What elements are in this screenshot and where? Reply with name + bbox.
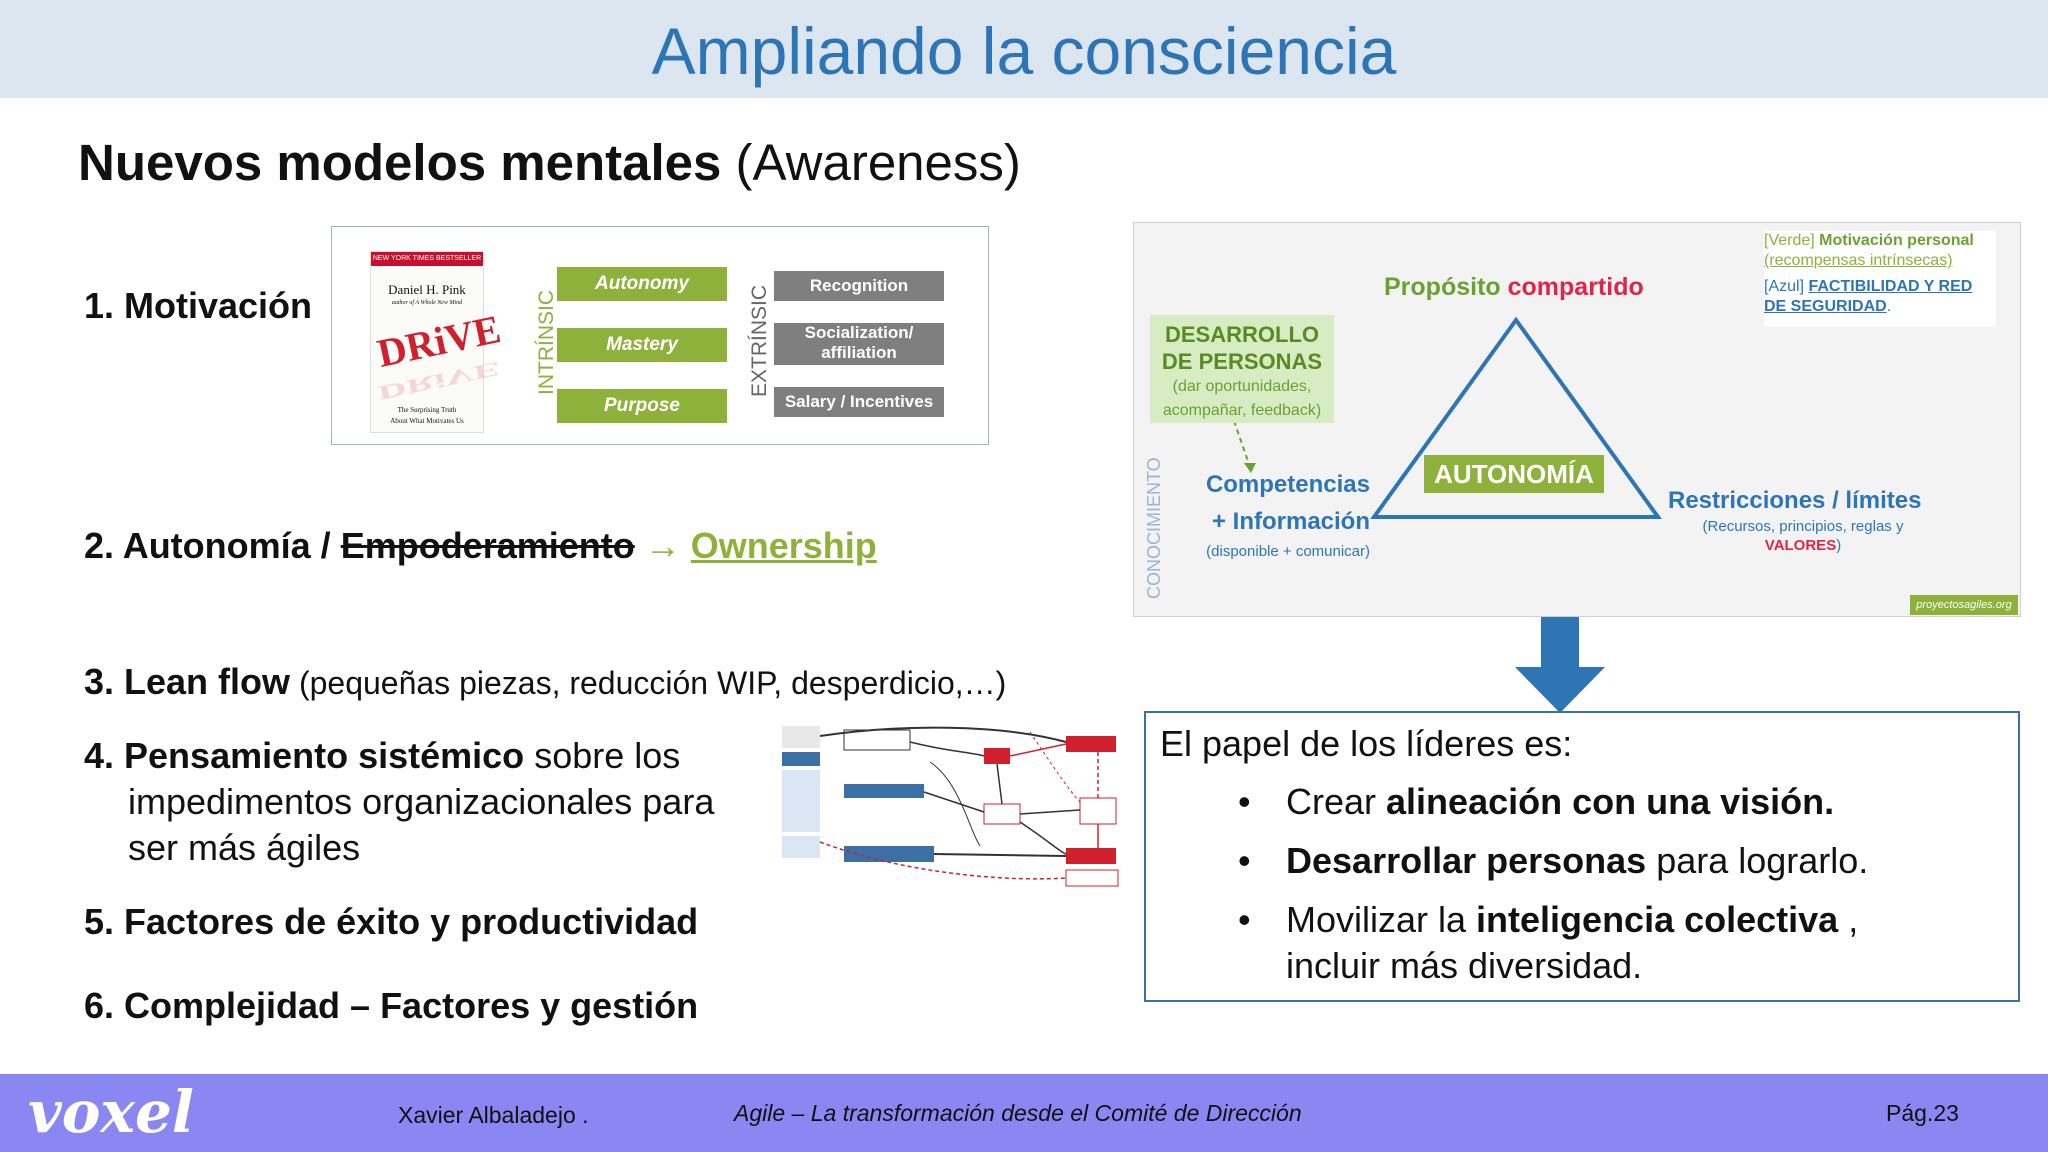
footer-author: Xavier Albaladejo . bbox=[398, 1102, 589, 1128]
item-pensamiento-line2: impedimentos organizacionales para bbox=[128, 781, 715, 822]
down-arrow-icon bbox=[1515, 617, 1605, 713]
intrinsic-label: INTRÍNSIC bbox=[535, 290, 558, 395]
socialization-box: Socialization/affiliation bbox=[774, 323, 944, 365]
recognition-box: Recognition bbox=[774, 271, 944, 301]
dashed-arrow bbox=[1233, 420, 1251, 468]
salary-box: Salary / Incentives bbox=[774, 387, 944, 417]
triangle-shape bbox=[1370, 316, 1662, 519]
leaders-bullet-3: Movilizar la inteligencia colectiva , bbox=[1286, 899, 1859, 940]
item-factores: 5. Factores de éxito y productividad bbox=[84, 901, 699, 942]
book-tag: author of A Whole New Mind bbox=[391, 300, 463, 306]
autonomia-box: AUTONOMÍA bbox=[1424, 455, 1604, 493]
subtitle-rest: (Awareness) bbox=[721, 134, 1021, 191]
purpose-label: Propósito compartido bbox=[1384, 273, 1644, 301]
conocimiento-label: CONOCIMIENTO bbox=[1144, 457, 1164, 599]
purpose-box: Purpose bbox=[557, 389, 727, 423]
diagram-legend: [Verde] Motivación personal (recompensas… bbox=[1764, 231, 1996, 327]
leaders-bullet-1: Crear alineación con una visión. bbox=[1286, 781, 1835, 822]
autonomy-diagram: [Verde] Motivación personal (recompensas… bbox=[1133, 222, 2021, 617]
bullet-3-icon: • bbox=[1238, 899, 1251, 940]
triangle-graphic bbox=[1233, 316, 1662, 519]
mastery-box: Mastery bbox=[557, 328, 727, 362]
drive-book-cover: NEW YORK TIMES BESTSELLER Daniel H. Pink… bbox=[370, 251, 505, 433]
book-sub2: About What Motivates Us bbox=[390, 417, 464, 425]
autonomy-box: Autonomy bbox=[557, 267, 727, 301]
leaders-bullet-3-line2: incluir más diversidad. bbox=[1286, 945, 1643, 986]
item-pensamiento-line3: ser más ágiles bbox=[128, 827, 361, 868]
book-banner: NEW YORK TIMES BESTSELLER bbox=[371, 252, 483, 266]
restricciones-label: Restricciones / límites bbox=[1668, 487, 1922, 514]
extrinsic-label: EXTRÍNSIC bbox=[748, 284, 771, 397]
subtitle-bold: Nuevos modelos mentales bbox=[78, 134, 722, 191]
leaders-role-box: El papel de los líderes es: • Crear alin… bbox=[1144, 711, 2020, 1002]
ownership-link: Ownership bbox=[690, 525, 877, 566]
slide-title: Ampliando la consciencia bbox=[651, 14, 1397, 88]
item-motivacion: 1. Motivación bbox=[84, 285, 313, 326]
title-band bbox=[0, 0, 2048, 98]
leaders-intro: El papel de los líderes es: bbox=[1160, 723, 1573, 764]
item-lean-flow: 3. Lean flow (pequeñas piezas, reducción… bbox=[84, 661, 1007, 702]
drive-motivation-image: NEW YORK TIMES BESTSELLER Daniel H. Pink… bbox=[331, 226, 989, 445]
item-pensamiento: 4. Pensamiento sistémico sobre los bbox=[84, 735, 681, 776]
dashed-arrow-head bbox=[1244, 463, 1256, 473]
systemic-thinking-diagram bbox=[780, 722, 1125, 890]
item-autonomia: 2. Autonomía / Empoderamiento → Ownershi… bbox=[84, 525, 877, 566]
voxel-logo: voxel bbox=[28, 1078, 194, 1146]
footer-course: Agile – La transformación desde el Comit… bbox=[734, 1100, 1302, 1126]
book-sub1: The Surprising Truth bbox=[397, 406, 457, 414]
footer-bar: voxel Xavier Albaladejo . Agile – La tra… bbox=[0, 1074, 2048, 1152]
proyectosagiles-badge: proyectosagiles.org bbox=[1910, 595, 2018, 615]
book-author: Daniel H. Pink bbox=[388, 282, 466, 297]
leaders-bullet-2: Desarrollar personas para lograrlo. bbox=[1286, 840, 1869, 881]
footer-page-number: Pág.23 bbox=[1886, 1100, 1959, 1126]
item-complejidad: 6. Complejidad – Factores y gestión bbox=[84, 985, 699, 1026]
subtitle: Nuevos modelos mentales (Awareness) bbox=[78, 130, 1021, 196]
competencias-label: Competencias + Información (disponible +… bbox=[1205, 471, 1370, 560]
bullet-1-icon: • bbox=[1238, 781, 1251, 822]
bullet-2-icon: • bbox=[1238, 840, 1251, 881]
restricciones-sub: (Recursos, principios, reglas y VALORES) bbox=[1702, 518, 1904, 554]
development-box: DESARROLLO DE PERSONAS (dar oportunidade… bbox=[1150, 315, 1334, 423]
